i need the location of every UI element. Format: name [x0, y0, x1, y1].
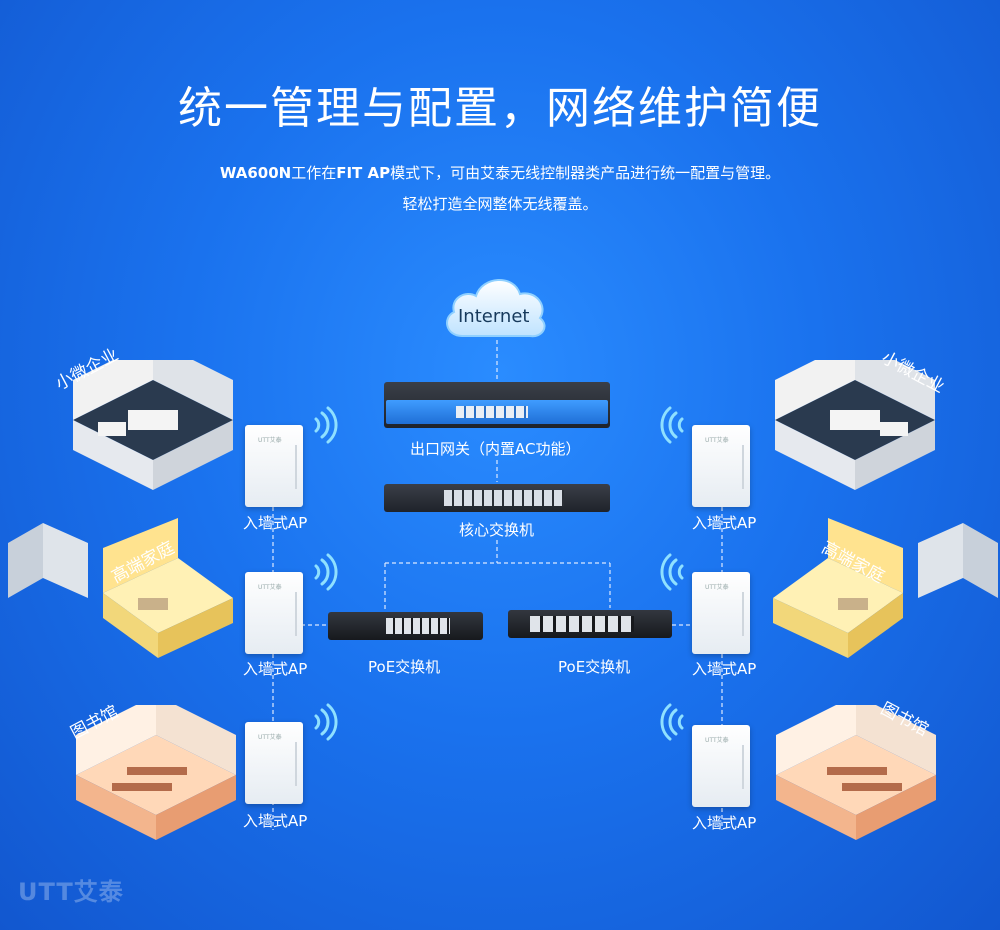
ap-logo: UTT艾泰: [705, 737, 729, 744]
subtitle-mode: FIT AP: [336, 164, 391, 182]
ap-logo: UTT艾泰: [705, 437, 729, 444]
ap-logo: UTT艾泰: [705, 584, 729, 591]
subtitle-part-2: 模式下，可由艾泰无线控制器类产品进行统一配置与管理。: [390, 164, 781, 182]
gateway-ports: [456, 406, 528, 418]
home-room-illustration: [8, 518, 233, 658]
poe-left-ports: [386, 618, 450, 634]
core-switch-label: 核心交换机: [459, 521, 535, 539]
home-room-illustration: [773, 518, 998, 658]
wifi-signal-icon: [660, 406, 684, 444]
subtitle-product: WA600N: [219, 164, 292, 182]
wifi-signal-icon: [314, 553, 338, 591]
wall-ap-right-1: UTT艾泰: [692, 425, 750, 507]
wall-ap-left-2: UTT艾泰: [245, 572, 303, 654]
subtitle-line-1: WA600N工作在FIT AP模式下，可由艾泰无线控制器类产品进行统一配置与管理…: [0, 162, 1000, 183]
ap-logo: UTT艾泰: [258, 584, 282, 591]
ap-label-left-1: 入墙式AP: [243, 514, 308, 532]
ap-logo: UTT艾泰: [258, 734, 282, 741]
ap-label-left-3: 入墙式AP: [243, 812, 308, 830]
wall-ap-left-3: UTT艾泰: [245, 722, 303, 804]
core-switch-device: [384, 484, 610, 512]
poe-switch-left-device: [328, 612, 483, 640]
wall-ap-right-2: UTT艾泰: [692, 572, 750, 654]
poe-switch-right-device: [508, 610, 672, 638]
wifi-signal-icon: [314, 406, 338, 444]
internet-label: Internet: [458, 306, 530, 327]
wall-ap-right-3: UTT艾泰: [692, 725, 750, 807]
gateway-device: [384, 382, 610, 428]
wifi-signal-icon: [314, 703, 338, 741]
wifi-signal-icon: [660, 703, 684, 741]
library-room-illustration: [76, 705, 236, 840]
ap-label-right-1: 入墙式AP: [692, 514, 757, 532]
subtitle-line-2: 轻松打造全网整体无线覆盖。: [402, 195, 598, 213]
page-title: 统一管理与配置，网络维护简便: [178, 83, 822, 134]
poe-switch-right-label: PoE交换机: [558, 658, 631, 676]
ap-label-right-2: 入墙式AP: [692, 660, 757, 678]
ap-logo: UTT艾泰: [258, 437, 282, 444]
internet-cloud-icon: [446, 279, 546, 338]
subtitle-part-1: 工作在: [291, 164, 337, 182]
poe-right-ports: [530, 616, 634, 632]
wifi-signal-icon: [660, 553, 684, 591]
poe-switch-left-label: PoE交换机: [368, 658, 441, 676]
ap-label-left-2: 入墙式AP: [243, 660, 308, 678]
office-room-illustration: [73, 360, 233, 490]
core-switch-ports: [444, 490, 564, 506]
office-room-illustration: [775, 360, 935, 490]
brand-logo: UTT艾泰: [18, 878, 124, 906]
ap-label-right-3: 入墙式AP: [692, 814, 757, 832]
wall-ap-left-1: UTT艾泰: [245, 425, 303, 507]
gateway-label: 出口网关（内置AC功能）: [410, 440, 581, 458]
gateway-front-panel: [386, 400, 608, 424]
library-room-illustration: [776, 705, 936, 840]
